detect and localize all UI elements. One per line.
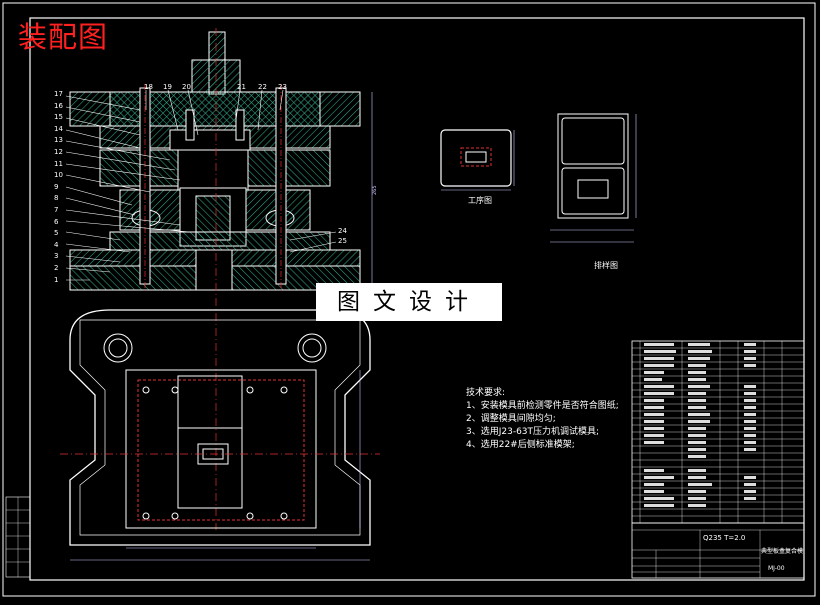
process-view bbox=[440, 129, 515, 191]
margin-stamp bbox=[5, 496, 31, 578]
tech-requirement-item: 2、调整模具间隙均匀; bbox=[466, 414, 556, 424]
part-number-label: 11 bbox=[54, 159, 63, 168]
parts-list-table bbox=[631, 340, 805, 524]
part-number-label: 1 bbox=[54, 275, 59, 284]
part-number-label: 24 bbox=[338, 227, 347, 235]
tech-requirement-item: 4、选用22#后侧标准模架; bbox=[466, 440, 575, 450]
part-number-label: 15 bbox=[54, 113, 63, 122]
svg-text:265: 265 bbox=[372, 185, 378, 195]
tech-requirement-item: 1、安装模具前检测零件是否符合图纸; bbox=[466, 401, 619, 411]
part-number-label: 8 bbox=[54, 194, 59, 203]
part-number-label: 4 bbox=[54, 240, 59, 249]
part-number-label: 22 bbox=[258, 83, 267, 91]
part-number-label: 10 bbox=[54, 171, 63, 180]
part-number-label: 18 bbox=[144, 83, 153, 91]
part-number-label: 25 bbox=[338, 237, 347, 245]
drawing-name: 典型板盒复合模 bbox=[761, 548, 804, 555]
outer-border bbox=[2, 2, 816, 597]
part-number-label: 2 bbox=[54, 264, 59, 272]
part-number-label: 17 bbox=[54, 90, 63, 98]
process-view-label: 工序图 bbox=[468, 196, 492, 205]
drawing-code: MJ-00 bbox=[768, 565, 785, 572]
part-number-label: 20 bbox=[182, 83, 191, 91]
plan-view bbox=[60, 309, 380, 561]
part-number-label: 7 bbox=[54, 206, 59, 214]
inner-border bbox=[29, 17, 805, 581]
part-number-label: 13 bbox=[54, 136, 63, 145]
title-block bbox=[631, 522, 805, 579]
tech-requirements-heading: 技术要求: bbox=[466, 388, 506, 398]
part-number-label: 21 bbox=[237, 83, 246, 91]
part-number-label: 19 bbox=[163, 83, 172, 91]
part-number-label: 6 bbox=[54, 217, 59, 226]
part-number-label: 14 bbox=[54, 124, 63, 133]
blank-view-label: 排样图 bbox=[594, 261, 618, 270]
part-number-label: 5 bbox=[54, 229, 59, 238]
blank-layout-view bbox=[550, 113, 637, 243]
part-number-label: 16 bbox=[54, 101, 63, 110]
front-section-view: 265 bbox=[65, 28, 378, 530]
part-number-label: 9 bbox=[54, 182, 59, 191]
drawing-title: 装配图 bbox=[18, 20, 109, 54]
tech-requirements: 技术要求: 1、安装模具前检测零件是否符合图纸; 2、调整模具间隙均匀; 3、选… bbox=[466, 387, 619, 452]
watermark-banner: 图文设计 bbox=[316, 283, 502, 321]
part-number-label: 3 bbox=[54, 252, 59, 261]
material-spec: Q235 T=2.0 bbox=[703, 534, 746, 542]
part-number-label: 12 bbox=[54, 148, 63, 156]
tech-requirement-item: 3、选用J23-63T压力机调试模具; bbox=[466, 427, 600, 437]
part-number-label: 23 bbox=[278, 83, 287, 91]
